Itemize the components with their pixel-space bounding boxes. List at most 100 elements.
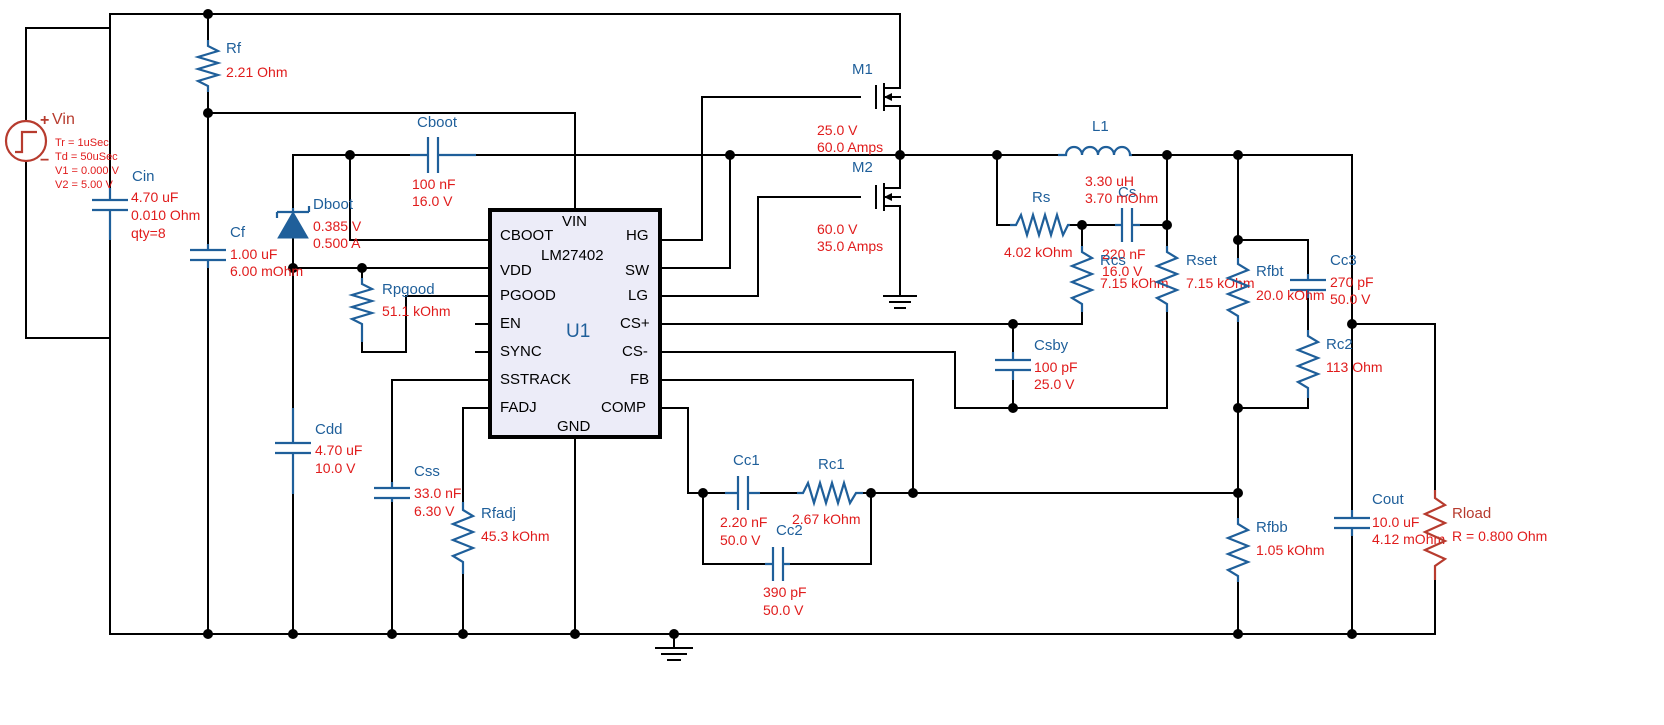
rfadj-resistor[interactable]: Rfadj 45.3 kOhm <box>450 502 549 574</box>
dboot-vf: 0.385 V <box>313 218 362 234</box>
rpgood-resistor[interactable]: Rpgood 51.1 kOhm <box>348 278 450 342</box>
rc1-name: Rc1 <box>818 456 845 473</box>
rf-name: Rf <box>226 40 242 57</box>
cboot-value: 100 nF <box>412 176 456 192</box>
cdd-capacitor[interactable]: Cdd 4.70 uF 10.0 V <box>275 408 362 494</box>
cc3-voltage: 50.0 V <box>1330 291 1371 307</box>
rs-value: 4.02 kOhm <box>1004 244 1072 260</box>
junction-dot <box>458 629 468 639</box>
cdd-name: Cdd <box>315 421 343 438</box>
junction-dot <box>1008 319 1018 329</box>
junction-dot <box>1233 488 1243 498</box>
rload-resistor[interactable]: Rload R = 0.800 Ohm <box>1422 490 1547 580</box>
junction-dot <box>570 629 580 639</box>
cin-capacitor[interactable]: Cin 4.70 uF 0.010 Ohm qty=8 <box>92 168 200 241</box>
cc1-capacitor[interactable]: Cc1 2.20 nF 50.0 V <box>720 452 767 548</box>
rset-resistor[interactable]: Rset 7.15 kOhm <box>1154 246 1254 312</box>
cf-esr: 6.00 mOhm <box>230 263 303 279</box>
junction-dot <box>203 108 213 118</box>
cout-value: 10.0 uF <box>1372 514 1419 530</box>
cc2-capacitor[interactable]: Cc2 390 pF 50.0 V <box>763 522 807 618</box>
junction-dot <box>288 629 298 639</box>
cboot-capacitor[interactable]: Cboot 100 nF 16.0 V <box>410 114 476 209</box>
dboot-name: Dboot <box>313 196 354 213</box>
css-value: 33.0 nF <box>414 485 461 501</box>
junction-dot <box>345 150 355 160</box>
rs-resistor[interactable]: Rs 4.02 kOhm <box>1004 189 1072 260</box>
rc2-resistor[interactable]: Rc2 113 Ohm <box>1295 330 1383 398</box>
junction-dot <box>387 629 397 639</box>
cf-name: Cf <box>230 224 246 241</box>
vin-v1: V1 = 0.000 V <box>55 165 120 177</box>
l1-dcr: 3.70 mOhm <box>1085 190 1158 206</box>
vin-source[interactable]: + − Vin Tr = 1uSec Td = 50uSec V1 = 0.00… <box>4 111 120 191</box>
cboot-name: Cboot <box>417 114 458 131</box>
m1-name: M1 <box>852 61 873 78</box>
junction-dot <box>1077 220 1087 230</box>
l1-name: L1 <box>1092 118 1109 135</box>
cs-capacitor[interactable]: Cs 220 nF 16.0 V <box>1102 184 1146 279</box>
m2-vds: 60.0 V <box>817 221 858 237</box>
css-capacitor[interactable]: Css 33.0 nF 6.30 V <box>374 463 461 519</box>
junctions <box>203 9 1357 639</box>
u1-ic[interactable]: VIN CBOOT HG LM27402 VDD SW PGOOD LG EN … <box>488 208 662 439</box>
dboot-diode[interactable]: Dboot 0.385 V 0.500 A <box>275 196 362 251</box>
rfbt-resistor[interactable]: Rfbt 20.0 kOhm <box>1225 258 1324 322</box>
vin-plus-sign: + <box>40 112 49 129</box>
u1-pin-sync: SYNC <box>500 343 542 360</box>
cout-esr: 4.12 mOhm <box>1372 531 1445 547</box>
rload-value: R = 0.800 Ohm <box>1452 528 1547 544</box>
rf-resistor[interactable]: Rf 2.21 Ohm <box>194 40 287 92</box>
rcs-resistor[interactable]: Rcs 7.15 kOhm <box>1069 246 1168 312</box>
cboot-voltage: 16.0 V <box>412 193 453 209</box>
junction-dot <box>669 629 679 639</box>
rload-name: Rload <box>1452 505 1491 522</box>
l1-value: 3.30 uH <box>1085 173 1134 189</box>
cout-capacitor[interactable]: Cout 10.0 uF 4.12 mOhm <box>1334 491 1445 547</box>
rs-name: Rs <box>1032 189 1050 206</box>
junction-dot <box>1233 629 1243 639</box>
junction-dot <box>992 150 1002 160</box>
rcs-value: 7.15 kOhm <box>1100 275 1168 291</box>
rc1-resistor[interactable]: Rc1 2.67 kOhm <box>792 456 863 527</box>
u1-pin-lg: LG <box>628 287 648 304</box>
u1-pin-comp: COMP <box>601 399 646 416</box>
cf-capacitor[interactable]: Cf 1.00 uF 6.00 mOhm <box>190 224 303 279</box>
junction-dot <box>698 488 708 498</box>
cc2-voltage: 50.0 V <box>763 602 804 618</box>
css-voltage: 6.30 V <box>414 503 455 519</box>
junction-dot <box>1162 150 1172 160</box>
m2-mosfet[interactable]: M2 60.0 V 35.0 Amps <box>817 159 901 254</box>
cc2-name: Cc2 <box>776 522 803 539</box>
rfbb-value: 1.05 kOhm <box>1256 542 1324 558</box>
u1-pin-hg: HG <box>626 227 649 244</box>
cdd-value: 4.70 uF <box>315 442 362 458</box>
junction-dot <box>203 9 213 19</box>
cs-voltage: 16.0 V <box>1102 263 1143 279</box>
cin-value: 4.70 uF <box>131 189 178 205</box>
rfbb-resistor[interactable]: Rfbb 1.05 kOhm <box>1225 518 1324 582</box>
vin-v2: V2 = 5.00 V <box>55 179 113 191</box>
m2-current: 35.0 Amps <box>817 238 883 254</box>
junction-dot <box>203 629 213 639</box>
rfbt-value: 20.0 kOhm <box>1256 287 1324 303</box>
u1-pin-sw: SW <box>625 262 650 279</box>
junction-dot <box>1162 220 1172 230</box>
vin-minus-sign: − <box>40 152 49 169</box>
cc2-value: 390 pF <box>763 584 807 600</box>
csby-capacitor[interactable]: Csby 100 pF 25.0 V <box>995 337 1078 392</box>
l1-inductor[interactable]: L1 3.30 uH 3.70 mOhm <box>1058 118 1158 206</box>
u1-pin-cs-plus: CS+ <box>620 315 650 332</box>
rfadj-value: 45.3 kOhm <box>481 528 549 544</box>
vin-tr: Tr = 1uSec <box>55 137 109 149</box>
junction-dot <box>725 150 735 160</box>
junction-dot <box>1347 319 1357 329</box>
m1-mosfet[interactable]: M1 25.0 V 60.0 Amps <box>817 57 901 155</box>
rset-value: 7.15 kOhm <box>1186 275 1254 291</box>
rfbt-name: Rfbt <box>1256 263 1284 280</box>
cc3-capacitor[interactable]: Cc3 270 pF 50.0 V <box>1290 252 1374 307</box>
junction-dot <box>1008 403 1018 413</box>
cf-value: 1.00 uF <box>230 246 277 262</box>
u1-pin-vdd: VDD <box>500 262 532 279</box>
